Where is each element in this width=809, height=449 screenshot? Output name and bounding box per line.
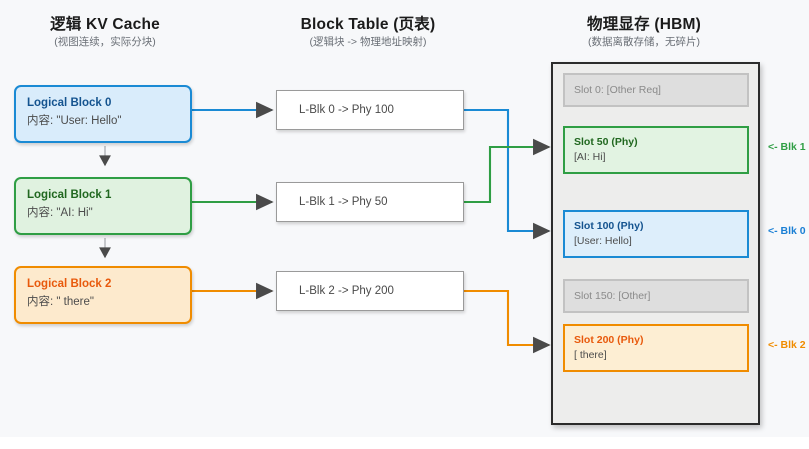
logical-column-title: 逻辑 KV Cache [50, 16, 160, 33]
hbm-container: Slot 0: [Other Req] Slot 50 (Phy) [AI: H… [551, 62, 760, 425]
hbm-slot-100-title: Slot 100 (Phy) [574, 220, 644, 232]
hbm-slot-200[interactable]: Slot 200 (Phy) [ there] [563, 324, 749, 372]
hbm-slot-0-title: Slot 0: [Other Req] [574, 84, 661, 96]
logical-block-2-title: Logical Block 2 [27, 278, 112, 290]
hbm-slot-150-title: Slot 150: [Other] [574, 290, 651, 302]
hbm-slot-200-title: Slot 200 (Phy) [574, 334, 644, 346]
hbm-slot-0[interactable]: Slot 0: [Other Req] [563, 73, 749, 107]
hbm-slot-100-tag: <- Blk 0 [768, 225, 806, 237]
physical-column-title: 物理显存 (HBM) [587, 16, 701, 33]
physical-column-subtitle: (数据离散存储，无碎片) [588, 36, 700, 48]
hbm-slot-150[interactable]: Slot 150: [Other] [563, 279, 749, 313]
logical-block-2[interactable]: Logical Block 2 内容: " there" [14, 266, 192, 324]
logical-column-subtitle: (视图连续，实际分块) [54, 36, 156, 48]
logical-block-0-content: 内容: "User: Hello" [27, 115, 122, 127]
hbm-slot-100-content: [User: Hello] [574, 235, 632, 247]
hbm-slot-50[interactable]: Slot 50 (Phy) [AI: Hi] [563, 126, 749, 174]
table-column-subtitle: (逻辑块 -> 物理地址映射) [309, 36, 427, 48]
logical-block-2-content: 内容: " there" [27, 296, 94, 308]
logical-block-1-content: 内容: "AI: Hi" [27, 207, 93, 219]
hbm-slot-200-tag: <- Blk 2 [768, 339, 806, 351]
hbm-slot-50-tag: <- Blk 1 [768, 141, 806, 153]
hbm-slot-50-title: Slot 50 (Phy) [574, 136, 638, 148]
hbm-slot-50-content: [AI: Hi] [574, 151, 606, 163]
block-table-row-2[interactable]: L-Blk 2 -> Phy 200 [276, 271, 464, 311]
logical-block-0[interactable]: Logical Block 0 内容: "User: Hello" [14, 85, 192, 143]
logical-block-1[interactable]: Logical Block 1 内容: "AI: Hi" [14, 177, 192, 235]
table-column-title: Block Table (页表) [300, 16, 436, 33]
block-table-row-1[interactable]: L-Blk 1 -> Phy 50 [276, 182, 464, 222]
logical-block-1-title: Logical Block 1 [27, 189, 112, 201]
hbm-slot-100[interactable]: Slot 100 (Phy) [User: Hello] [563, 210, 749, 258]
block-table-row-0[interactable]: L-Blk 0 -> Phy 100 [276, 90, 464, 130]
logical-block-0-title: Logical Block 0 [27, 97, 112, 109]
hbm-slot-200-content: [ there] [574, 349, 607, 361]
